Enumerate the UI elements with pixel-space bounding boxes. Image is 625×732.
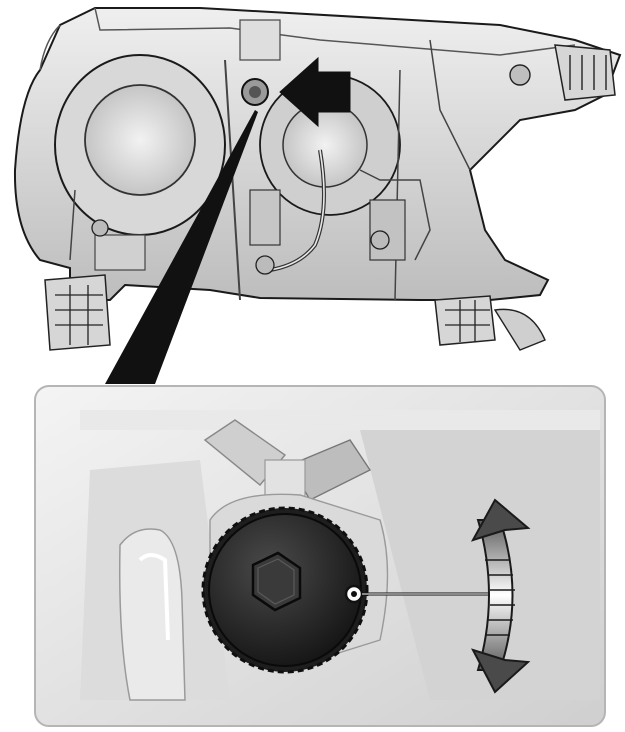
lower-right-mount [434, 295, 496, 346]
callout-leader-wedge [105, 110, 258, 384]
housing-rib [118, 528, 186, 701]
headlamp-housing [13, 7, 622, 351]
hex-bolt-head [251, 551, 302, 612]
low-beam-cap [84, 84, 196, 196]
arrow-down-head [470, 648, 531, 694]
rotation-direction-arrow [470, 498, 531, 694]
detail-view [34, 385, 606, 727]
left-mount-bracket [44, 274, 111, 351]
location-arrow [279, 56, 351, 128]
arrow-up-head [470, 498, 531, 542]
adjuster-knob [201, 506, 369, 674]
